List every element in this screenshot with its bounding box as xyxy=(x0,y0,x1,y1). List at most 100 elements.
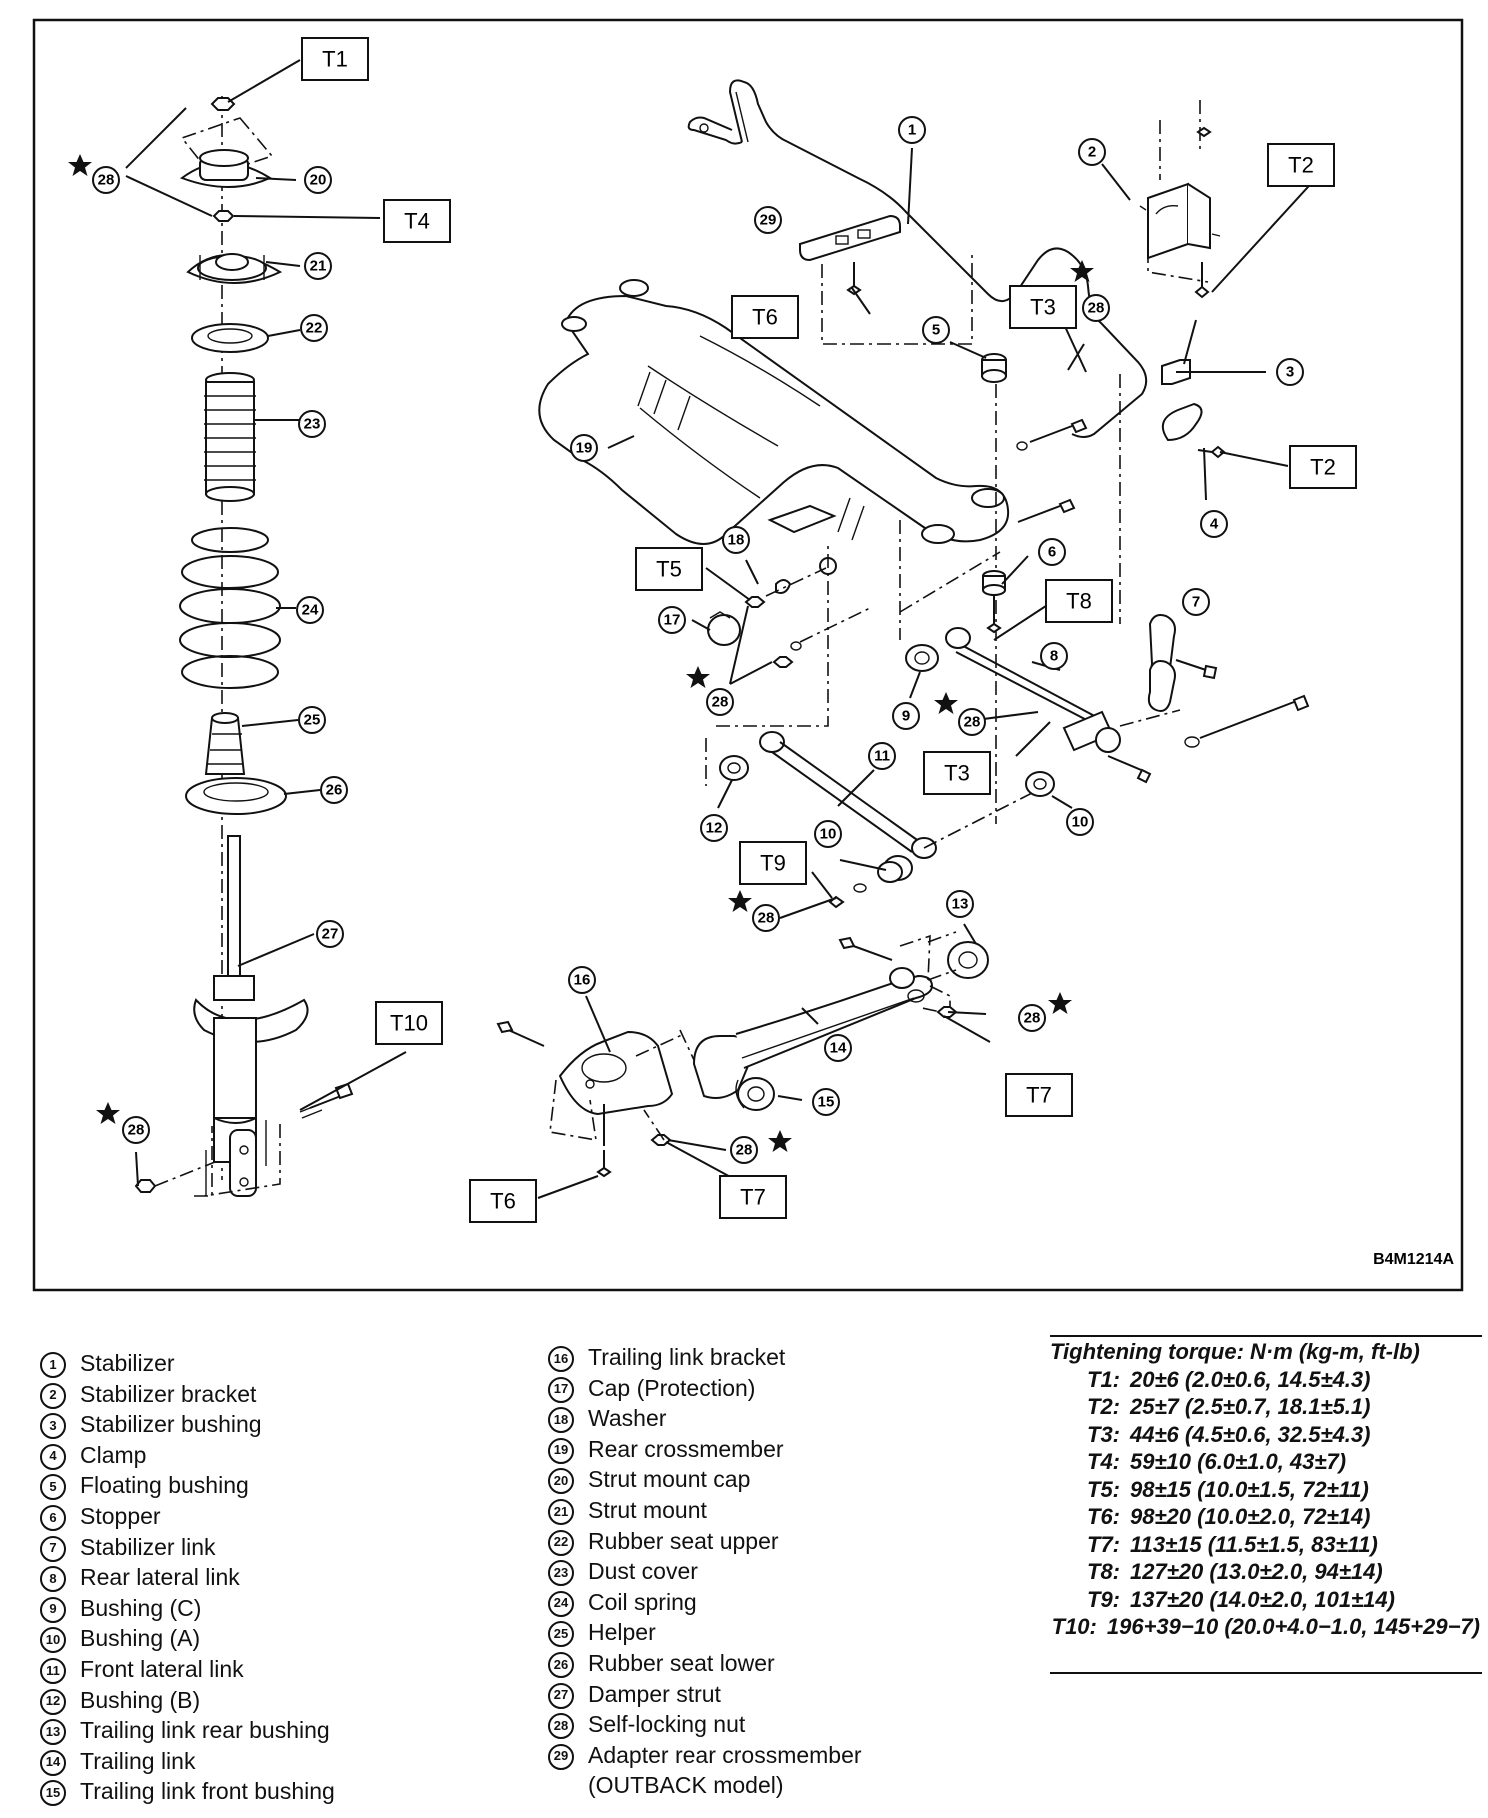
damper-strut-drawing xyxy=(193,835,309,1197)
callout-15: 15 xyxy=(812,1088,840,1116)
adapter-rear-crossmember-drawing xyxy=(799,214,973,345)
cap-and-washer-drawing xyxy=(707,567,871,668)
stabilizer-bracket-drawing xyxy=(1139,100,1221,299)
svg-text:T7: T7 xyxy=(740,1185,766,1210)
svg-text:29: 29 xyxy=(760,212,777,229)
trailing-link-front-bushing-drawing xyxy=(735,1077,775,1111)
callout-11: 11 xyxy=(868,742,896,770)
svg-text:28: 28 xyxy=(758,910,775,927)
callout-14: 14 xyxy=(824,1034,852,1062)
svg-text:T10: T10 xyxy=(390,1011,428,1036)
callout-28-trailing: 28 xyxy=(1018,1004,1046,1032)
callout-10-upper: 10 xyxy=(814,820,842,848)
callout-3: 3 xyxy=(1276,358,1304,386)
torque-tag-t6-lower: T6 xyxy=(469,1179,537,1223)
callout-7: 7 xyxy=(1182,588,1210,616)
dust-cover-drawing xyxy=(204,372,256,502)
torque-tag-t4: T4 xyxy=(383,199,451,243)
callout-1: 1 xyxy=(898,116,926,144)
callout-25: 25 xyxy=(298,706,326,734)
leader-lines xyxy=(125,59,1319,1199)
svg-text:5: 5 xyxy=(932,322,940,339)
svg-text:17: 17 xyxy=(664,612,681,629)
diagram-frame xyxy=(32,18,1464,1292)
svg-text:T4: T4 xyxy=(404,209,430,234)
floating-bushing-drawing xyxy=(981,353,1007,824)
rubber-seat-lower-drawing xyxy=(185,777,287,815)
svg-text:12: 12 xyxy=(706,820,723,837)
rear-lateral-link-drawing xyxy=(905,627,1310,784)
callout-13: 13 xyxy=(946,890,974,918)
svg-text:28: 28 xyxy=(712,694,729,711)
callout-16: 16 xyxy=(568,966,596,994)
svg-text:T2: T2 xyxy=(1288,153,1314,178)
callout-12: 12 xyxy=(700,814,728,842)
torque-row-t9: T9:137±20 (14.0±2.0, 101±14) xyxy=(1087,1586,1395,1612)
callout-22: 22 xyxy=(300,314,328,342)
callout-28-bracket: 28 xyxy=(730,1136,758,1164)
callout-28-rear-lat: 28 xyxy=(958,708,986,736)
callout-21: 21 xyxy=(304,252,332,280)
svg-text:28: 28 xyxy=(1024,1010,1041,1027)
svg-text:28: 28 xyxy=(736,1142,753,1159)
torque-row-t6: T6:98±20 (10.0±2.0, 72±14) xyxy=(1087,1504,1371,1529)
stabilizer-bushing-drawing xyxy=(1161,319,1197,385)
torque-tags: T1 T4 T2 T2 T3 T6 T5 T8 T3 T9 T10 T7 T6 … xyxy=(301,37,1357,1223)
torque-row-t7: T7:113±15 (11.5±1.5, 83±11) xyxy=(1087,1531,1378,1557)
svg-text:23: 23 xyxy=(304,416,321,433)
torque-row-t4: T4:59±10 (6.0±1.0, 43±7) xyxy=(1087,1449,1347,1474)
torque-tag-t9: T9 xyxy=(739,841,807,885)
torque-tag-t2-lower: T2 xyxy=(1289,445,1357,489)
svg-text:T8: T8 xyxy=(1066,589,1092,614)
torque-row-t8: T8:127±20 (13.0±2.0, 94±14) xyxy=(1087,1559,1383,1584)
torque-tag-t3-upper: T3 xyxy=(1009,285,1077,329)
callout-9: 9 xyxy=(892,702,920,730)
rubber-seat-upper-drawing xyxy=(191,323,269,353)
svg-text:18: 18 xyxy=(728,532,745,549)
svg-text:22: 22 xyxy=(306,320,323,337)
torque-tag-t8: T8 xyxy=(1045,579,1113,623)
torque-row-t3: T3:44±6 (4.5±0.6, 32.5±4.3) xyxy=(1087,1421,1371,1447)
callout-28-cross: 28 xyxy=(706,688,734,716)
svg-text:25: 25 xyxy=(304,712,321,729)
svg-text:2: 2 xyxy=(1088,144,1096,161)
callout-20: 20 xyxy=(304,166,332,194)
svg-text:10: 10 xyxy=(820,826,837,843)
callout-6: 6 xyxy=(1038,538,1066,566)
callout-28-stab: 28 xyxy=(1082,294,1110,322)
svg-text:T9: T9 xyxy=(760,851,786,876)
figure-code: B4M1214A xyxy=(1373,1251,1454,1268)
torque-tag-t5: T5 xyxy=(635,547,703,591)
torque-tag-t7-right: T7 xyxy=(1005,1073,1073,1117)
torque-row-t1: T1:20±6 (2.0±0.6, 14.5±4.3) xyxy=(1087,1366,1371,1392)
svg-text:27: 27 xyxy=(322,926,339,943)
trailing-link-rear-bushing-drawing xyxy=(899,931,989,981)
svg-text:T6: T6 xyxy=(490,1189,516,1214)
callout-23: 23 xyxy=(298,410,326,438)
callout-17: 17 xyxy=(658,606,686,634)
svg-text:19: 19 xyxy=(576,440,593,457)
svg-text:11: 11 xyxy=(874,748,890,765)
svg-text:T3: T3 xyxy=(1030,295,1056,320)
torque-rule-top xyxy=(1050,1335,1482,1337)
callout-2: 2 xyxy=(1078,138,1106,166)
callout-26: 26 xyxy=(320,776,348,804)
callout-18: 18 xyxy=(722,526,750,554)
torque-rule-bottom xyxy=(1050,1672,1482,1674)
svg-text:T2: T2 xyxy=(1310,455,1336,480)
helper-drawing xyxy=(204,712,246,775)
torque-row-t5: T5:98±15 (10.0±1.5, 72±11) xyxy=(1087,1476,1369,1502)
star-markers xyxy=(68,154,1094,1152)
callout-28-front-lat: 28 xyxy=(752,904,780,932)
svg-text:13: 13 xyxy=(952,896,969,913)
